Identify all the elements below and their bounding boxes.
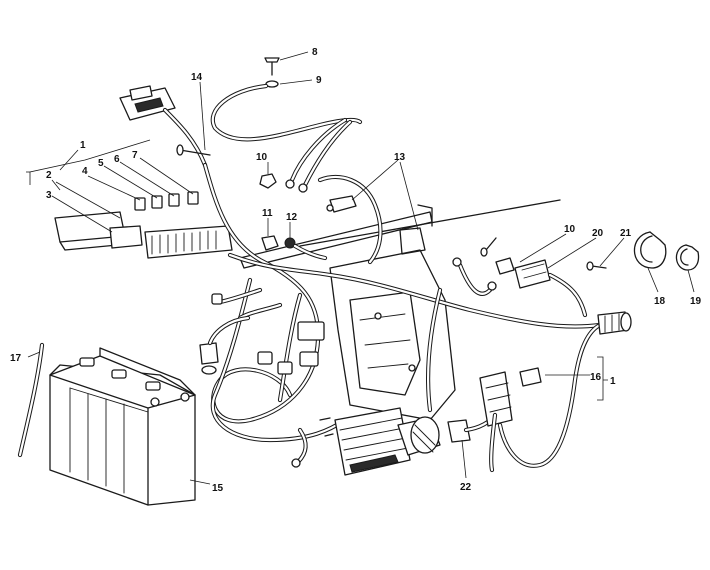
screw-21 [586,261,607,271]
center-cable [425,237,497,413]
callout-17: 17 [10,353,22,364]
callout-6: 6 [114,154,120,165]
callout-4: 4 [82,166,88,177]
starter-relay [397,416,441,456]
callout-2: 2 [46,170,52,181]
callout-12: 12 [286,212,298,223]
callout-10-top: 10 [256,152,268,163]
grommets-11-12 [261,235,328,261]
connector-16 [479,322,603,473]
callout-18: 18 [654,296,666,307]
frame-bracket [239,199,561,421]
battery [49,347,196,506]
callout-13: 13 [394,152,406,163]
leader-lines [27,51,695,485]
callout-labels: 1 2 3 4 5 6 7 8 9 10 10 11 12 13 14 15 1… [10,47,702,494]
callout-8: 8 [312,47,318,58]
callout-9: 9 [316,75,322,86]
callout-15: 15 [212,483,224,494]
callout-1-fuse-box: 1 [80,140,86,151]
callout-5: 5 [98,158,104,169]
callout-21: 21 [620,228,632,239]
callout-16: 16 [590,372,602,383]
clip-18 [633,231,667,269]
callout-22: 22 [460,482,472,493]
battery-cables [259,117,383,265]
lower-wires [291,417,334,468]
breather-tube [17,342,45,458]
bolt-14 [176,144,211,156]
callout-10-right: 10 [564,224,576,235]
right-plug-assembly [495,257,632,335]
callout-19: 19 [690,296,702,307]
callout-3: 3 [46,190,52,201]
voltage-regulator [334,407,411,476]
fuse-box-assembly [26,139,233,259]
callout-14: 14 [191,72,203,83]
clip-19 [675,244,700,271]
callout-7: 7 [132,150,138,161]
multi-pin-connector [119,85,208,168]
callout-1-connector: 1 [610,376,616,387]
callout-20: 20 [592,228,604,239]
callout-11: 11 [262,208,273,219]
main-wiring-harness [199,162,603,443]
